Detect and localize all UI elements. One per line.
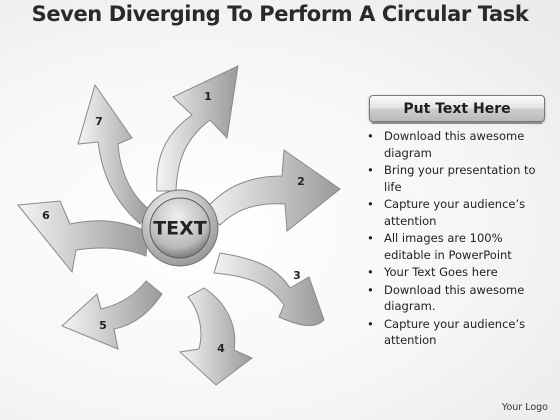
page-title: Seven Diverging To Perform A Circular Ta… xyxy=(31,2,529,26)
arrow-3-label: 3 xyxy=(293,269,301,282)
arrow-2-label: 2 xyxy=(297,175,305,188)
arrow-7-label: 7 xyxy=(95,115,103,128)
arrow-5-shape xyxy=(61,280,163,350)
bullet-item: Capture your audience’s attention xyxy=(366,316,552,349)
arrow-5-label: 5 xyxy=(99,319,107,332)
arrow-1-shape xyxy=(156,65,239,192)
center-circle xyxy=(149,197,211,259)
arrow-6-shape xyxy=(17,200,149,274)
arrow-5: 5 xyxy=(61,280,163,350)
arrow-7-shape xyxy=(77,83,151,225)
arrow-2-shape xyxy=(203,149,341,232)
arrow-3: 3 xyxy=(213,252,325,327)
arrow-7: 7 xyxy=(77,83,151,225)
arrow-6: 6 xyxy=(17,200,149,274)
arrow-4-shape xyxy=(178,287,253,386)
bullet-item: Download this awesome diagram xyxy=(366,128,552,161)
bullet-item: Your Text Goes here xyxy=(366,264,552,281)
bullet-item: All images are 100% editable in PowerPoi… xyxy=(366,230,552,263)
arrow-1-label: 1 xyxy=(204,90,212,103)
bullet-item: Capture your audience’s attention xyxy=(366,196,552,229)
bullet-list: Download this awesome diagram Bring your… xyxy=(366,128,552,350)
center-hub: TEXT xyxy=(141,189,219,267)
footer-logo-text: Your Logo xyxy=(501,402,548,413)
arrow-4: 4 xyxy=(178,287,253,386)
arrow-2: 2 xyxy=(203,149,341,232)
arrow-4-label: 4 xyxy=(217,342,225,355)
center-label: TEXT xyxy=(153,218,207,240)
arrow-6-label: 6 xyxy=(42,209,50,222)
arrow-3-shape xyxy=(213,252,325,327)
panel-divider xyxy=(372,122,542,124)
bullet-item: Bring your presentation to life xyxy=(366,162,552,195)
bullet-item: Download this awesome diagram. xyxy=(366,282,552,315)
panel-header: Put Text Here xyxy=(369,95,545,122)
arrow-1: 1 xyxy=(156,65,239,192)
circular-arrow-diagram: 1 2 3 4 5 6 7 TEXT xyxy=(17,65,341,386)
